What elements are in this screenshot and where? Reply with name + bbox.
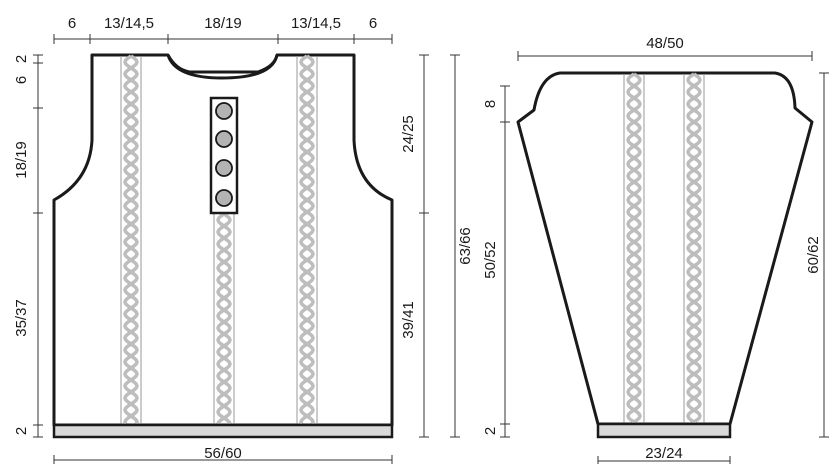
front-height-ribbing-top: 2 <box>13 55 30 63</box>
button-3 <box>215 159 233 177</box>
button-4 <box>215 189 233 207</box>
sleeve-height-cap: 8 <box>482 100 499 108</box>
sleeve-ribbing <box>596 422 732 439</box>
front-width-shoulder-left: 6 <box>68 15 76 32</box>
sleeve-piece <box>516 71 814 439</box>
front-total-height: 63/66 <box>457 227 474 265</box>
front-width-neck: 18/19 <box>204 15 242 32</box>
sleeve-top-width: 48/50 <box>646 35 684 52</box>
front-cable-center <box>213 212 235 425</box>
front-height-shoulder: 6 <box>13 76 30 84</box>
sleeve-height-body: 50/52 <box>482 241 499 279</box>
sleeve-top-dimension: 48/50 <box>517 35 813 61</box>
front-height-lower: 39/41 <box>400 301 417 339</box>
button-1 <box>215 102 233 120</box>
sleeve-bottom-dimension: 23/24 <box>597 445 731 464</box>
neckline <box>166 54 279 80</box>
button-2 <box>215 130 233 148</box>
front-cable-right <box>296 54 318 425</box>
sleeve-left-dimensions: 8 50/52 2 <box>482 85 510 438</box>
front-top-dimensions: 6 13/14,5 18/19 13/14,5 6 <box>53 15 393 44</box>
sleeve-cable-left <box>623 72 645 424</box>
front-cables <box>120 54 318 425</box>
sleeve-cable-right <box>683 72 705 424</box>
front-left-dimensions: 2 6 18/19 35/37 2 <box>13 54 43 438</box>
sleeve-height-ribbing: 2 <box>482 427 499 435</box>
sleeve-right-dimension: 60/62 <box>805 72 829 438</box>
sleeve-total-height: 60/62 <box>805 236 822 274</box>
sleeve-outline <box>516 71 814 426</box>
front-piece <box>52 53 394 439</box>
sleeve-cables <box>623 72 705 424</box>
front-height-upper: 24/25 <box>400 115 417 153</box>
front-width-upper-right: 13/14,5 <box>291 15 341 32</box>
front-height-armhole: 18/19 <box>13 141 30 179</box>
front-cable-left <box>120 54 142 425</box>
front-bottom-dimension: 56/60 <box>53 445 393 464</box>
sleeve-bottom-width: 23/24 <box>645 445 683 462</box>
front-width-upper-left: 13/14,5 <box>104 15 154 32</box>
front-bottom-width: 56/60 <box>204 445 242 462</box>
front-width-shoulder-right: 6 <box>369 15 377 32</box>
front-height-body: 35/37 <box>13 299 30 337</box>
front-height-ribbing-bottom: 2 <box>13 427 30 435</box>
front-ribbing <box>52 423 394 439</box>
front-right-dimensions: 24/25 39/41 63/66 <box>400 54 474 438</box>
